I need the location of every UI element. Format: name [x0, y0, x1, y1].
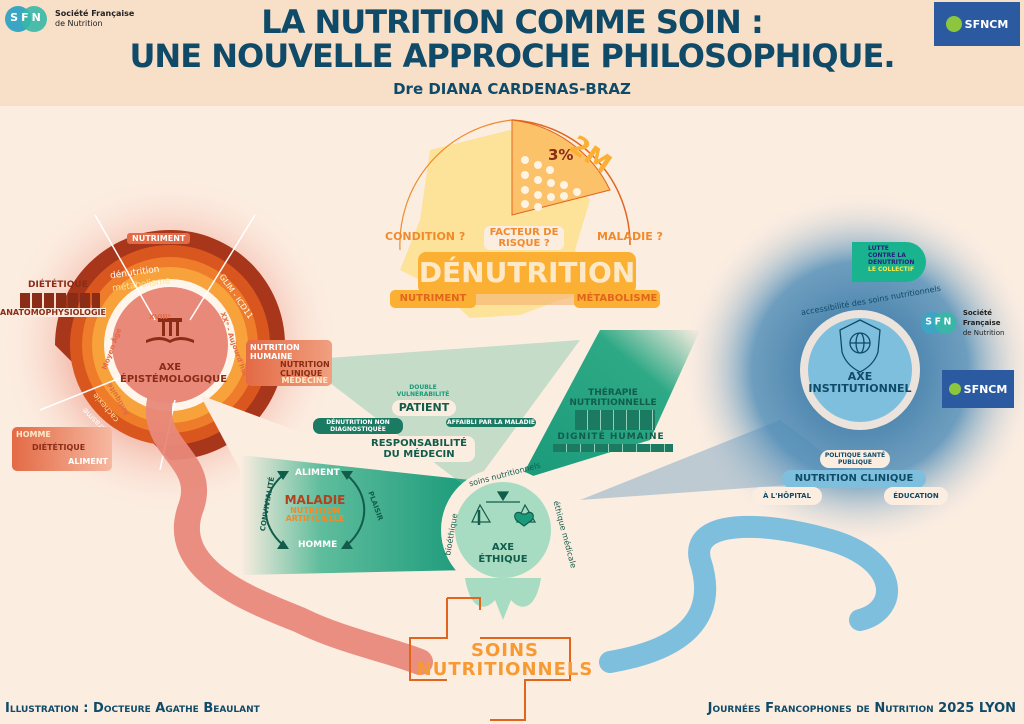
denutrition-title: DÉNUTRITION: [418, 252, 636, 294]
scale-fork-heart-icon: [471, 491, 537, 527]
pyramid-anatomophysiologie: ANATOMOPHYSIOLOGIE: [0, 308, 106, 317]
label-hopital: À L'HÔPITAL: [752, 487, 822, 505]
era-xviii: XVIIIᵉ: [149, 313, 171, 321]
box-homme-aliment: HOMME DIÉTÉTIQUE ALIMENT: [12, 427, 112, 471]
tag-metabolisme: MÉTABOLISME: [574, 290, 660, 308]
footer-event: Journées Francophones de Nutrition 2025 …: [707, 701, 1016, 716]
tag-nutriment-epist: NUTRIMENT: [127, 233, 191, 244]
tag-nutriment: NUTRIMENT: [390, 290, 476, 308]
cycle-aliment: ALIMENT: [295, 468, 340, 478]
box-nutrition-types: NUTRITION HUMAINE NUTRITION CLINIQUE MÉD…: [246, 340, 332, 386]
page-title-line2: UNE NOUVELLE APPROCHE PHILOSOPHIQUE.: [129, 37, 895, 75]
label-dignite: DIGNITÉ HUMAINE: [557, 432, 665, 442]
cycle-maladie: MALADIE: [284, 493, 346, 507]
sfn-logo-icon: SFN: [920, 311, 957, 335]
sfncm-logo-right: SFNCM: [942, 370, 1014, 408]
medical-cross-outline: [409, 597, 571, 721]
pyramid-dietetique: DIÉTÉTIQUE: [28, 280, 88, 290]
label-responsabilite: RESPONSABILITÉ DU MÉDECIN: [363, 436, 475, 462]
label-patient: PATIENT: [392, 400, 456, 416]
label-therapie: THÉRAPIE NUTRITIONNELLE: [569, 388, 657, 408]
sfn-name: Société Française: [55, 9, 135, 18]
shield-globe-icon: [839, 319, 881, 373]
label-nutrition-clinique: NUTRITION CLINIQUE: [782, 470, 926, 488]
sfncm-logo: SFNCM: [934, 2, 1020, 46]
axe-institutionnel-title: AXE INSTITUTIONNEL: [808, 370, 912, 395]
brick-pyramid-green-icon: [575, 410, 655, 430]
column-book-icon: [146, 318, 194, 343]
sfn-logo-icon: SFN: [5, 6, 49, 32]
question-maladie: MALADIE ?: [597, 230, 663, 243]
stat-3pct: 3%: [548, 146, 574, 164]
axe-epist-title: AXE ÉPISTÉMOLOGIQUE: [120, 362, 228, 385]
question-facteur: FACTEUR DE RISQUE ?: [484, 226, 564, 250]
footer-credit: Illustration : Docteure Agathe Beaulant: [5, 701, 260, 716]
label-affaibli: AFFAIBLI PAR LA MALADIE: [446, 418, 536, 427]
header-band: [0, 0, 1024, 106]
label-politique-sante: POLITIQUE SANTÉ PUBLIQUE: [820, 450, 890, 468]
label-double-vulnerabilite: DOUBLE VULNÉRABILITÉ: [396, 384, 450, 398]
question-condition: CONDITION ?: [385, 230, 466, 243]
cycle-arrows-icon: [264, 471, 366, 549]
author: Dre DIANA CARDENAS-BRAZ: [393, 80, 631, 98]
axe-ethique-title: AXE ÉTHIQUE: [478, 542, 528, 565]
brick-row-icon: [553, 444, 673, 452]
page-title-line1: LA NUTRITION COMME SOIN :: [261, 3, 764, 41]
cycle-nutrition-artificielle: NUTRITION ARTIFICIELLE: [285, 506, 345, 523]
label-education: ÉDUCATION: [884, 487, 948, 505]
sfncm-logo-icon: [945, 16, 962, 32]
soins-nutritionnels-title: SOINS NUTRITIONNELS: [416, 640, 594, 680]
logo-lutte-denutrition: LUTTE CONTRE LA DENUTRITION LE COLLECTIF: [852, 242, 926, 282]
cycle-homme: HOMME: [298, 540, 338, 550]
sfn-subname: de Nutrition: [55, 19, 103, 28]
label-denut-non-diag: DÉNUTRITION NON DIAGNOSTIQUÉE: [313, 418, 403, 434]
